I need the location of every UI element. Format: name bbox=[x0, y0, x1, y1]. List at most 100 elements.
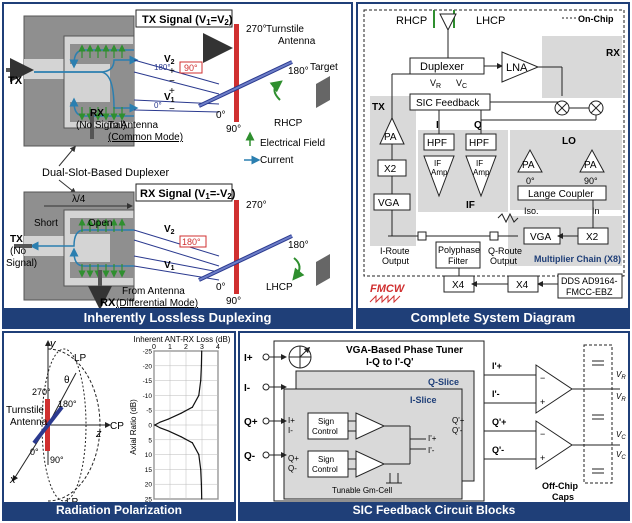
chart-data-point bbox=[201, 484, 202, 485]
i-slice-label: I-Slice bbox=[410, 395, 437, 405]
common-mode-label: (Common Mode) bbox=[108, 132, 183, 143]
i-route-label: I-Route bbox=[380, 246, 410, 256]
sign-label-1: Sign bbox=[318, 417, 334, 426]
deg-0-label: 0° bbox=[30, 447, 39, 457]
x2-tx-label: X2 bbox=[384, 164, 397, 175]
legend-current-label: Current bbox=[260, 155, 294, 166]
lo-90-deg: 90° bbox=[584, 176, 598, 186]
deg-270-label: 270° bbox=[32, 387, 51, 397]
deg-270-label: 270° bbox=[246, 200, 267, 211]
z-axis-label: z bbox=[95, 428, 102, 440]
rx-label: RX bbox=[606, 48, 620, 59]
sphere-diagram: y z x θ LP LP CP Turnstile Antenna 270° … bbox=[6, 338, 124, 508]
lo-0-deg: 0° bbox=[526, 176, 535, 186]
system-diagram: On-Chip RX TX IF LO RHCP LHCP Duplexer L… bbox=[358, 4, 630, 329]
gm-cell-label: Tunable Gm-Cell bbox=[332, 486, 392, 495]
minus-sign: − bbox=[169, 104, 175, 115]
q-prime-minus-label: Q'- bbox=[492, 445, 504, 455]
tx-label: TX bbox=[372, 102, 385, 113]
antenna-label: Antenna bbox=[10, 417, 48, 428]
chart-y-tick-label: -25 bbox=[143, 349, 153, 356]
tx-port-label: TX bbox=[8, 75, 23, 87]
chart-data-point bbox=[160, 421, 161, 422]
open-label: Open bbox=[88, 218, 112, 229]
duplexer-label: Duplexer bbox=[420, 61, 464, 73]
chart-data-point bbox=[200, 380, 201, 381]
tx-no-signal-label: (No bbox=[10, 246, 27, 257]
legend-field-label: Electrical Field bbox=[260, 138, 325, 149]
i-plus-input: I+ bbox=[244, 353, 253, 364]
rx-duplexer-structure bbox=[14, 192, 134, 300]
chart-data-point bbox=[181, 436, 182, 437]
fmcw-label: FMCW bbox=[370, 283, 406, 295]
deg-180-label: 180° bbox=[288, 66, 309, 77]
chart-data-point bbox=[198, 395, 199, 396]
chart-data-point bbox=[198, 454, 199, 455]
chart-y-tick-label: 20 bbox=[145, 482, 153, 489]
if-label: IF bbox=[466, 200, 475, 211]
chart-y-tick-label: 0 bbox=[148, 423, 152, 430]
duplexing-caption: Inherently Lossless Duplexing bbox=[4, 308, 351, 327]
chart-data-point bbox=[154, 424, 155, 425]
chart-y-tick-label: -20 bbox=[143, 363, 153, 370]
chart-x-tick-label: 0 bbox=[152, 344, 156, 351]
q-minus-input: Q- bbox=[244, 451, 255, 462]
turnstile-label: Turnstile bbox=[266, 24, 304, 35]
plus-sign: + bbox=[169, 86, 175, 97]
off-chip-caps-box bbox=[584, 345, 612, 483]
on-chip-label: On-Chip bbox=[578, 14, 614, 24]
deg-0-small: 0° bbox=[154, 101, 162, 110]
deg-0-label: 0° bbox=[216, 282, 226, 293]
deg-180-small: 180° bbox=[154, 63, 171, 72]
control-label-2: Control bbox=[312, 465, 338, 474]
dual-slot-label: Dual-Slot-Based Duplexer bbox=[42, 167, 170, 179]
sic-panel: VGA-Based Phase Tuner I-Q to I'-Q' Q-Sli… bbox=[238, 331, 630, 521]
i-prime-minus-inner: I'- bbox=[428, 446, 435, 455]
chart-data-point bbox=[168, 418, 169, 419]
i-plus-inner: I+ bbox=[288, 416, 295, 425]
i-slice-box bbox=[284, 389, 462, 499]
chart-x-tick-label: 3 bbox=[200, 344, 204, 351]
axial-ratio-chart: Inherent ANT-RX Loss (dB) Axial Ratio (d… bbox=[129, 335, 231, 504]
rx-signal-title: RX Signal (V1=-V2) bbox=[136, 184, 236, 201]
x2-mult-label: X2 bbox=[586, 232, 599, 243]
rhcp-label: RHCP bbox=[396, 15, 427, 27]
output-stage: I'+ I'- Q'+ Q'- −+ −+ VR VR VC VC Off-Ch… bbox=[484, 345, 626, 502]
svg-text:+: + bbox=[540, 397, 545, 407]
hpf-i-label: HPF bbox=[427, 138, 447, 149]
cp-label: CP bbox=[110, 421, 124, 432]
vc-out-2: VC bbox=[616, 450, 626, 461]
if-amp-i-label2: Amp bbox=[431, 168, 448, 177]
q-route-label2: Output bbox=[490, 256, 518, 266]
chart-data-point bbox=[201, 350, 202, 351]
duplexer-diagram: TX Signal (V1=V2) TX RX (No Signal) To A… bbox=[4, 4, 353, 329]
pa-lo-90-label: PA bbox=[584, 160, 597, 171]
chart-data-point bbox=[200, 469, 201, 470]
svg-text:−: − bbox=[540, 373, 545, 383]
phase-90-label: 90° bbox=[184, 63, 198, 73]
x-axis-label: x bbox=[9, 474, 16, 486]
deg-270-label: 270° bbox=[246, 24, 267, 35]
rx-port-label: RX bbox=[90, 108, 104, 119]
sign-label-2: Sign bbox=[318, 455, 334, 464]
if-amp-q-label: IF bbox=[476, 159, 483, 168]
lambda4-label: λ/4 bbox=[72, 194, 86, 205]
i-minus-input: I- bbox=[244, 383, 250, 394]
chart-data-point bbox=[192, 442, 193, 443]
rx-feed-lines: 180° V2 V1 bbox=[134, 224, 219, 280]
chart-y-tick-label: 5 bbox=[148, 437, 152, 444]
control-label-1: Control bbox=[312, 427, 338, 436]
lp-top-label: LP bbox=[74, 353, 87, 364]
q-prime-plus-label: Q'+ bbox=[492, 417, 506, 427]
sic-caption: SIC Feedback Circuit Blocks bbox=[240, 502, 628, 519]
dds-label: DDS AD9164- bbox=[561, 276, 618, 286]
if-amp-q-label2: Amp bbox=[473, 168, 490, 177]
vga-tx-label: VGA bbox=[378, 198, 399, 209]
if-amp-i-label: IF bbox=[434, 159, 441, 168]
chart-data-point bbox=[160, 427, 161, 428]
chart-y-tick-label: 10 bbox=[145, 452, 153, 459]
chart-data-point bbox=[192, 407, 193, 408]
chart-y-tick-label: -15 bbox=[143, 378, 153, 385]
tx-no-signal-label: Signal) bbox=[6, 258, 37, 269]
q-prime-minus-inner: Q'- bbox=[452, 426, 463, 435]
